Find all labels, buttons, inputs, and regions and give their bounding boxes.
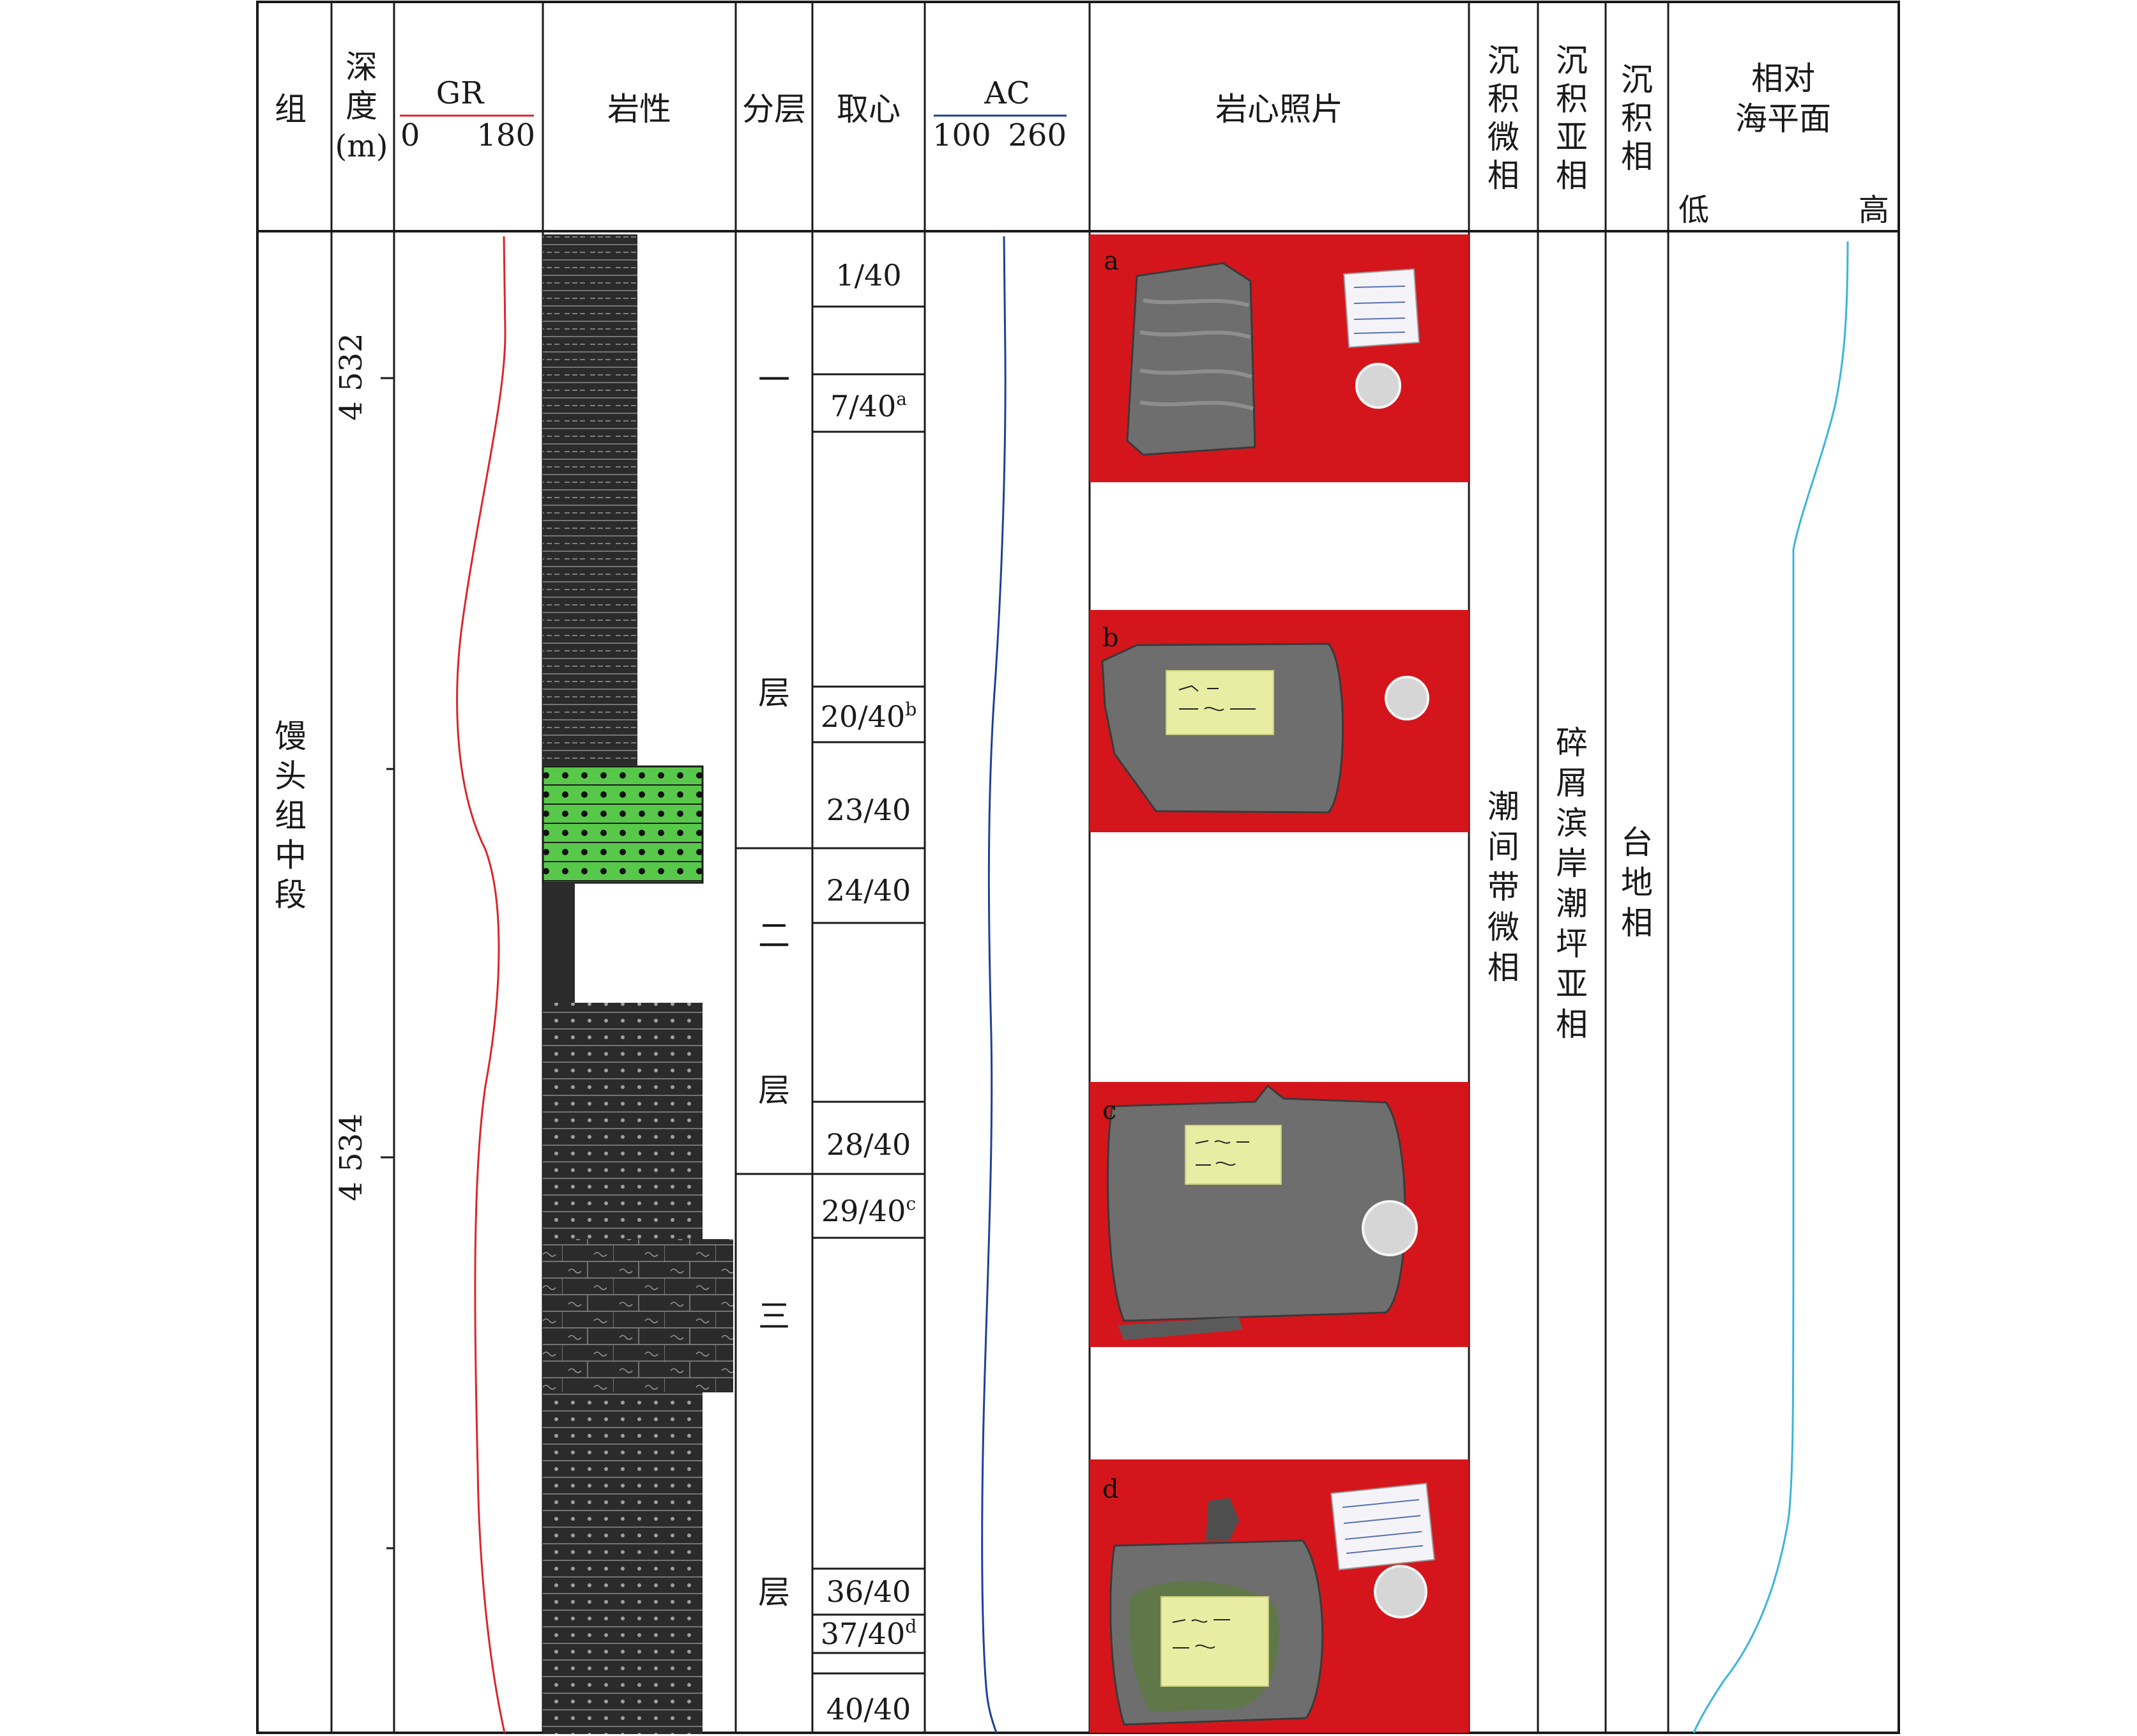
- header-core: 取心: [837, 91, 901, 128]
- lithology-column: [542, 234, 733, 1734]
- header-micro-4: 相: [1487, 157, 1519, 194]
- header-sub-4: 相: [1556, 157, 1588, 194]
- subfacies-value: 碎 屑 滨 岸 潮 坪 亚 相: [1556, 724, 1588, 1043]
- micro-char-5: 相: [1487, 949, 1519, 986]
- header-sea-line1: 相对: [1751, 60, 1815, 97]
- microfacies-value: 潮 间 带 微 相: [1487, 788, 1519, 986]
- core-sample-36: 36/40: [826, 1574, 911, 1609]
- header-formation: 组: [275, 91, 307, 128]
- core-photo-c: c: [1090, 1082, 1469, 1347]
- depth-label-4534: 4 534: [333, 1113, 369, 1201]
- facies-value: 台 地 相: [1621, 824, 1653, 941]
- sub-char-3: 滨: [1556, 805, 1588, 842]
- header-layer: 分层: [742, 91, 806, 128]
- header-gr-max: 180: [476, 118, 535, 153]
- header-sub-2: 积: [1556, 80, 1588, 118]
- photo-c-label: c: [1102, 1096, 1116, 1125]
- lith-sandstone-lower: [543, 1392, 703, 1734]
- header-gr-label: GR: [436, 75, 485, 111]
- header-micro-1: 沉: [1487, 42, 1519, 79]
- sea-level-curve: [1692, 241, 1849, 1733]
- header-depth-unit: (m): [335, 128, 388, 164]
- core-photos: a b c: [1090, 234, 1469, 1733]
- core-column: 1/40 7/40a 20/40b 23/40 24/40 28/40 29/4…: [812, 258, 925, 1726]
- header-gr-min: 0: [400, 118, 420, 153]
- layer-3-top: 三: [758, 1298, 790, 1335]
- header-sea-line2: 海平面: [1735, 100, 1831, 137]
- formation-name: 馒 头 组 中 段: [275, 718, 307, 913]
- micro-char-4: 微: [1487, 909, 1519, 946]
- core-sample-28: 28/40: [826, 1127, 911, 1162]
- core-sample-23: 23/40: [826, 793, 911, 827]
- header-facies-1: 沉: [1621, 61, 1653, 98]
- formation-char-1: 馒: [275, 718, 307, 755]
- header-depth-1: 深: [346, 49, 377, 86]
- photo-d-label: d: [1102, 1475, 1119, 1504]
- core-sample-20: 20/40b: [821, 699, 917, 734]
- micro-char-1: 潮: [1487, 788, 1519, 825]
- core-sample-1: 1/40: [835, 258, 901, 293]
- header-facies-2: 积: [1621, 100, 1653, 137]
- header-sea-low: 低: [1678, 192, 1709, 228]
- header-sub-3: 亚: [1556, 119, 1588, 156]
- layer-labels: 一 层 二 层 三 层: [758, 362, 790, 1611]
- core-sample-37: 37/40d: [821, 1616, 917, 1651]
- layer-2-top: 二: [758, 917, 790, 954]
- sub-char-4: 岸: [1556, 845, 1588, 882]
- header-micro-2: 积: [1487, 80, 1519, 118]
- header-core-photos: 岩心照片: [1215, 91, 1343, 128]
- layer-3-bottom: 层: [758, 1574, 790, 1611]
- header-sub-1: 沉: [1556, 42, 1588, 79]
- core-sample-7: 7/40a: [830, 388, 907, 423]
- micro-char-3: 带: [1487, 869, 1519, 906]
- gr-curve: [456, 236, 506, 1733]
- core-sample-40: 40/40: [826, 1692, 911, 1726]
- lith-mudstone-narrow: [543, 883, 575, 1003]
- depth-axis: 4 532 4 534: [333, 333, 394, 1549]
- sub-char-1: 碎: [1556, 724, 1588, 761]
- formation-char-3: 组: [275, 797, 307, 834]
- sub-char-7: 亚: [1556, 966, 1588, 1003]
- sub-char-5: 潮: [1556, 885, 1588, 922]
- lith-dolomite: [543, 1239, 733, 1392]
- header-micro-3: 微: [1487, 119, 1519, 156]
- sub-char-2: 屑: [1556, 765, 1588, 802]
- formation-char-4: 中: [275, 837, 307, 874]
- sub-char-8: 相: [1556, 1006, 1588, 1043]
- facies-char-3: 相: [1621, 904, 1653, 941]
- core-photo-b: b: [1090, 610, 1469, 832]
- header-depth-2: 度: [346, 88, 377, 125]
- core-sample-24: 24/40: [826, 873, 911, 908]
- micro-char-2: 间: [1487, 828, 1519, 865]
- lith-siltstone-upper: [543, 234, 637, 766]
- photo-a-label: a: [1104, 247, 1119, 276]
- core-sample-29: 29/40c: [821, 1193, 916, 1228]
- layer-1-top: 一: [758, 362, 790, 399]
- header-ac-label: AC: [984, 75, 1030, 111]
- header-sea-high: 高: [1859, 192, 1889, 228]
- depth-label-4532: 4 532: [333, 333, 369, 420]
- facies-char-2: 地: [1621, 864, 1653, 901]
- core-photo-d: d: [1090, 1459, 1469, 1733]
- layer-1-bottom: 层: [758, 674, 790, 712]
- header-ac-max: 260: [1008, 118, 1067, 153]
- facies-char-1: 台: [1621, 824, 1653, 861]
- ac-curve: [981, 236, 1007, 1733]
- lith-green-sandstone: [542, 765, 704, 884]
- photo-b-label: b: [1102, 623, 1119, 653]
- header-facies-3: 相: [1621, 138, 1653, 175]
- formation-char-2: 头: [275, 758, 307, 795]
- formation-char-5: 段: [275, 876, 307, 913]
- sub-char-6: 坪: [1556, 925, 1588, 963]
- layer-2-bottom: 层: [758, 1072, 790, 1109]
- lith-sandstone-middle: [543, 1003, 703, 1239]
- grid-lines: [256, 1, 1900, 1734]
- header-lithology: 岩性: [607, 91, 671, 128]
- header-ac-min: 100: [932, 118, 991, 153]
- core-photo-a: a: [1090, 234, 1469, 482]
- header-row: 组 深 度 (m) GR 0 180 岩性 分层 取心 AC 100 260 岩…: [275, 42, 1889, 228]
